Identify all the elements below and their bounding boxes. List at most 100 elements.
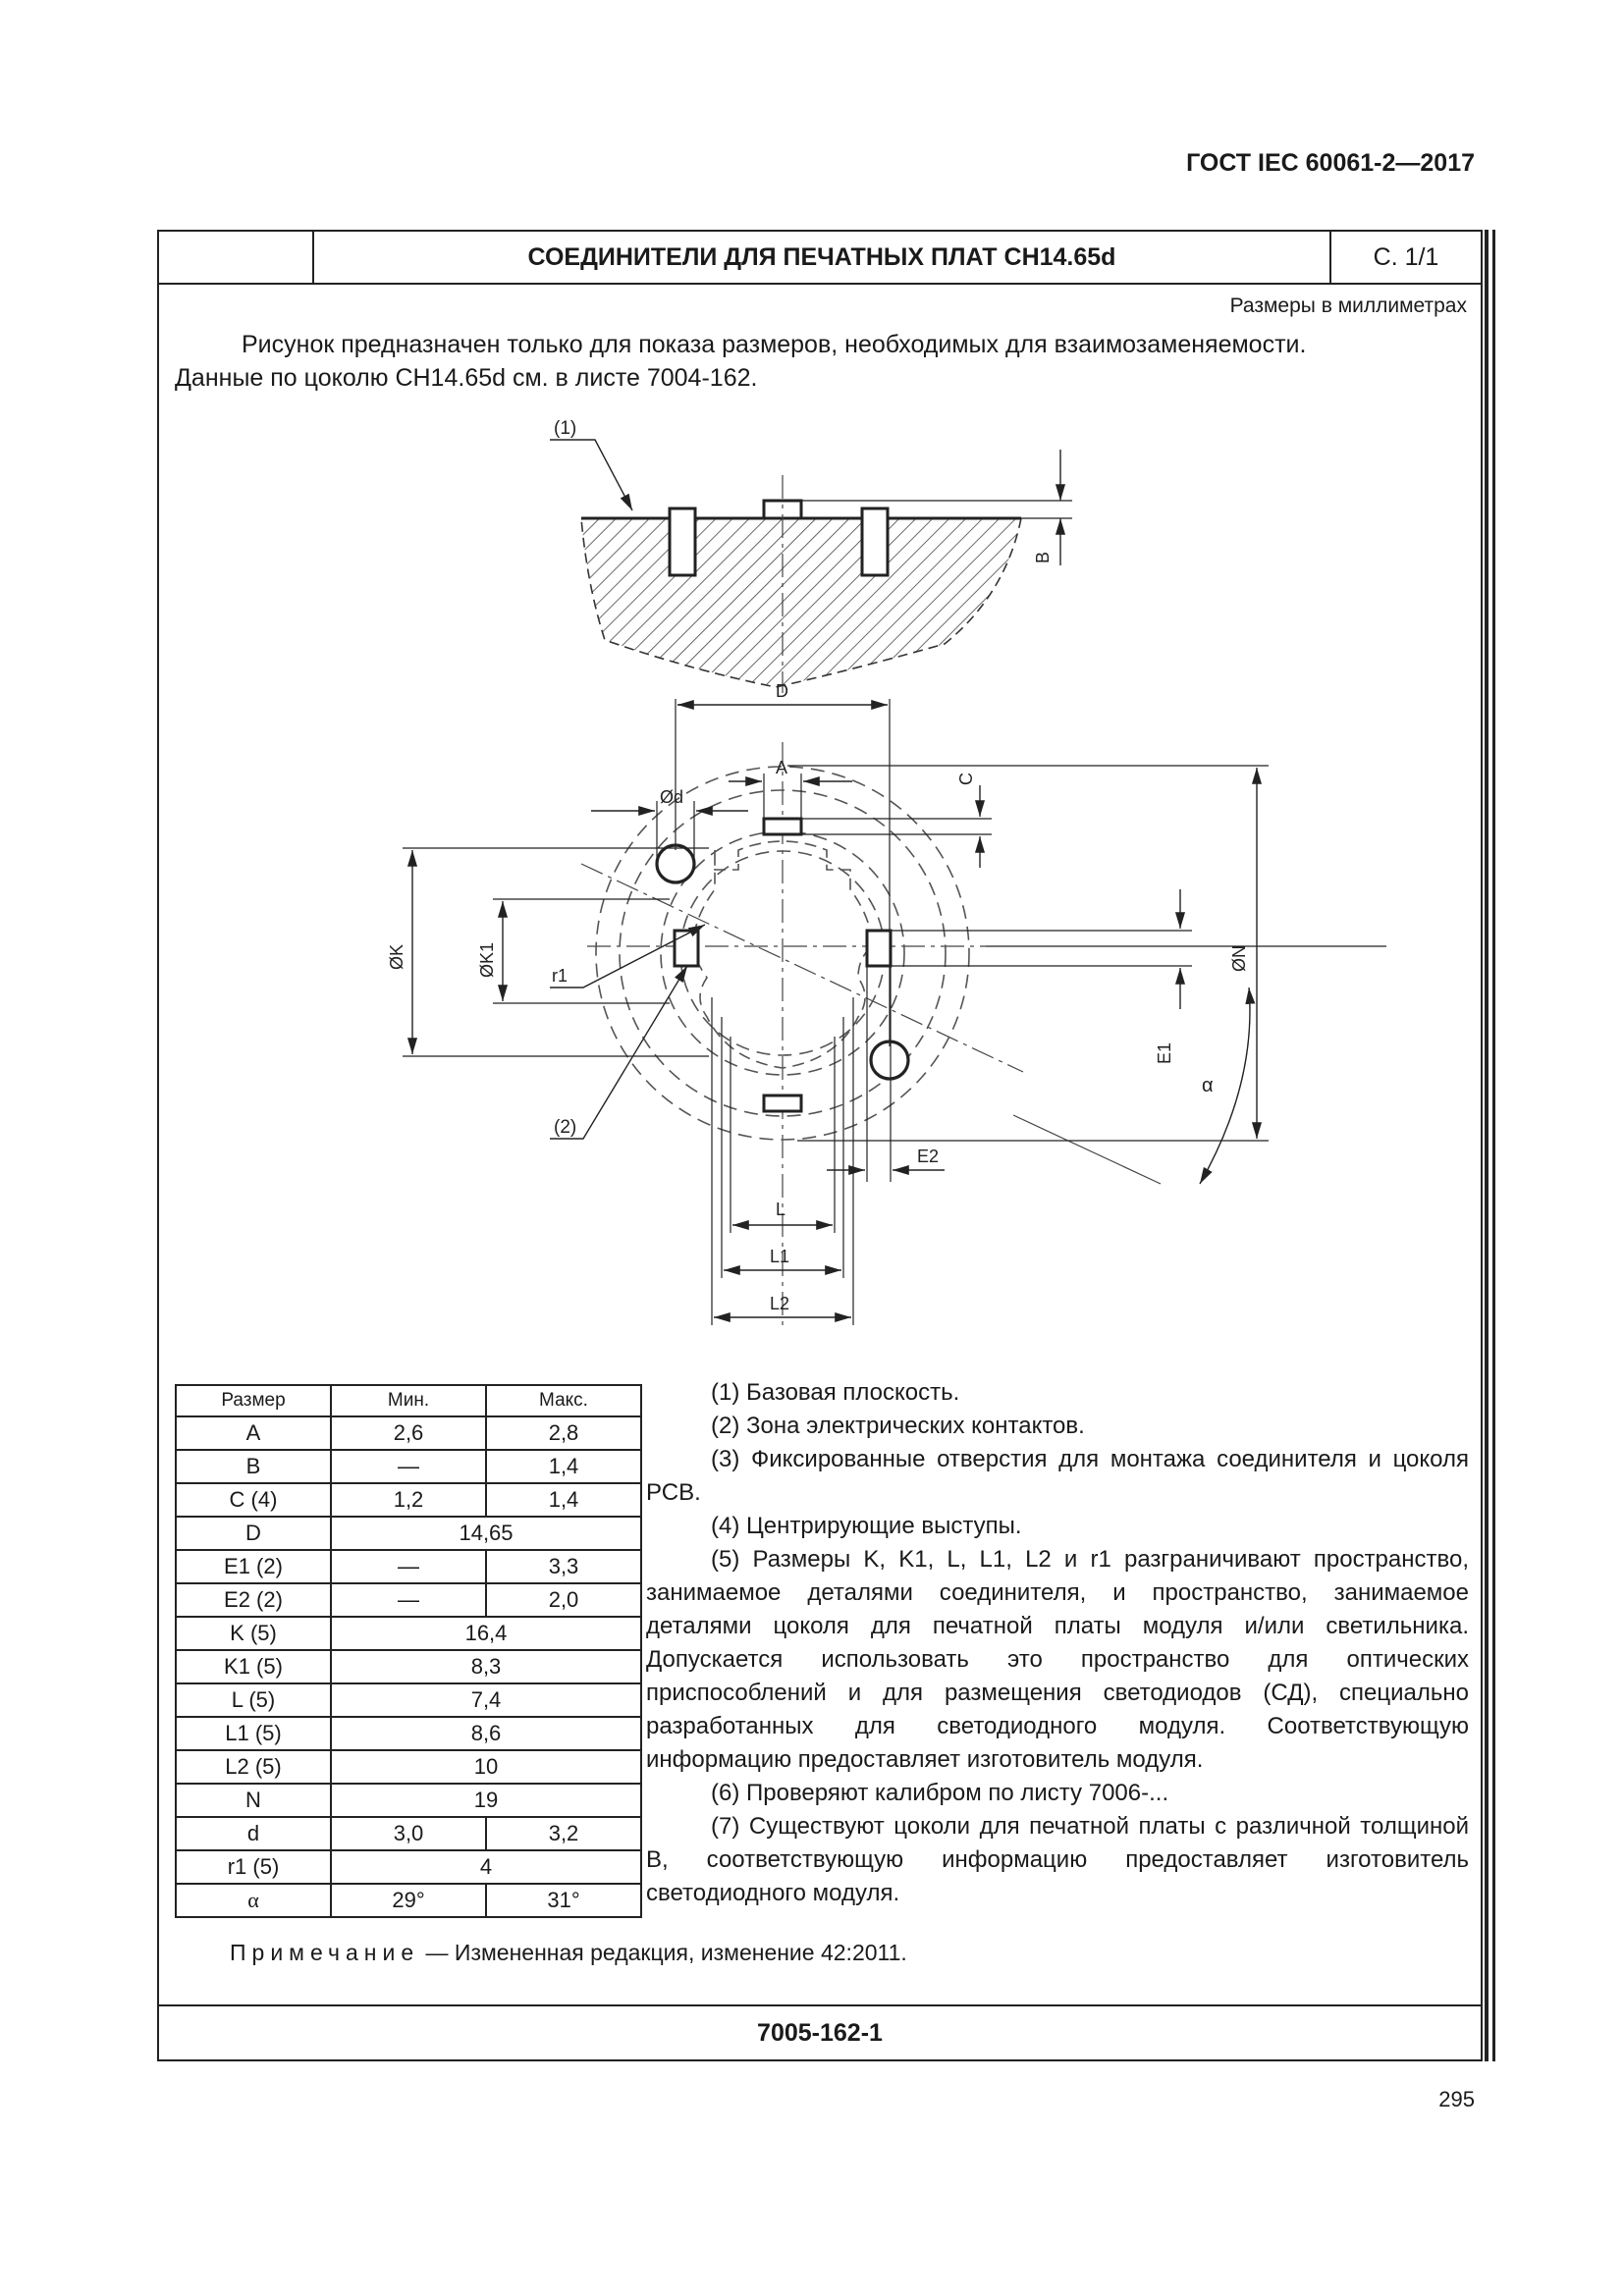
row-max: 3,2 (485, 1816, 642, 1851)
row-max: 1,4 (485, 1482, 642, 1518)
sheet-page: С. 1/1 (1329, 232, 1481, 283)
note-4: (4) Центрирующие выступы. (711, 1513, 1022, 1539)
row-value: 8,3 (330, 1649, 642, 1684)
contact-right (865, 929, 893, 968)
dim-label-l1: L1 (770, 1247, 789, 1266)
row-value: 14,65 (330, 1516, 642, 1551)
row-max: 3,3 (485, 1549, 642, 1584)
intro-line-2: Данные по цоколю СН14.65d см. в листе 70… (175, 364, 758, 392)
table-row: r1 (5)4 (175, 1849, 642, 1885)
sheet-header: СОЕДИНИТЕЛИ ДЛЯ ПЕЧАТНЫХ ПЛАТ СН14.65d С… (159, 232, 1481, 285)
dim-label-n: ØN (1229, 945, 1249, 972)
sheet-footer: 7005-162-1 (159, 2004, 1481, 2059)
table-header-row: Размер Мин. Макс. (175, 1384, 642, 1417)
dim-label-a: A (776, 758, 787, 777)
dim-label-k1: ØK1 (477, 942, 497, 978)
frame-border-thick (1485, 230, 1489, 2061)
dim-label-d-diameter: Ød (660, 787, 683, 807)
row-name: α (175, 1883, 332, 1918)
callout-2-label: (2) (554, 1117, 576, 1138)
remark-label: Примечание (230, 1940, 420, 1965)
row-value: 19 (330, 1783, 642, 1818)
intro-text: Рисунок предназначен только для показа р… (175, 328, 1469, 395)
row-name: K (5) (175, 1616, 332, 1651)
table-row: E1 (2)—3,3 (175, 1549, 642, 1584)
intro-line-1: Рисунок предназначен только для показа р… (242, 331, 1307, 358)
dim-label-b: B (1033, 552, 1053, 563)
header-empty-cell (159, 232, 314, 283)
dim-label-l2: L2 (770, 1294, 789, 1313)
dim-label-alpha: α (1202, 1075, 1214, 1096)
standard-code: ГОСТ IEC 60061-2—2017 (1186, 149, 1475, 177)
table-row: K1 (5)8,3 (175, 1649, 642, 1684)
centering-lug-top (762, 817, 803, 836)
row-min: 2,6 (330, 1415, 487, 1451)
table-row: L1 (5)8,6 (175, 1716, 642, 1751)
row-value: 16,4 (330, 1616, 642, 1651)
row-name: E1 (2) (175, 1549, 332, 1584)
note-6: (6) Проверяют калибром по листу 7006-... (711, 1780, 1169, 1806)
row-min: 3,0 (330, 1816, 487, 1851)
callout-1-label: (1) (554, 418, 576, 439)
table-row: K (5)16,4 (175, 1616, 642, 1651)
fixing-hole-right (869, 1040, 910, 1081)
sheet-frame: СОЕДИНИТЕЛИ ДЛЯ ПЕЧАТНЫХ ПЛАТ СН14.65d С… (157, 230, 1483, 2061)
table-row: B—1,4 (175, 1449, 642, 1484)
row-min: 1,2 (330, 1482, 487, 1518)
row-name: L2 (5) (175, 1749, 332, 1785)
dim-label-d: D (776, 681, 788, 701)
remark-dash: — (419, 1940, 455, 1965)
row-name: d (175, 1816, 332, 1851)
table-row: E2 (2)—2,0 (175, 1582, 642, 1618)
technical-drawing: B (1) (387, 418, 1386, 1331)
note-2: (2) Зона электрических контактов. (711, 1413, 1085, 1439)
dim-label-k: ØK (387, 944, 406, 970)
row-min: — (330, 1582, 487, 1618)
dim-label-l: L (776, 1200, 785, 1219)
dim-label-e2: E2 (917, 1147, 939, 1166)
remark: Примечание — Измененная редакция, измене… (230, 1940, 907, 1966)
row-min: 29° (330, 1883, 487, 1918)
row-max: 2,0 (485, 1582, 642, 1618)
row-value: 4 (330, 1849, 642, 1885)
col-header-max: Макс. (485, 1384, 642, 1417)
row-name: A (175, 1415, 332, 1451)
row-max: 2,8 (485, 1415, 642, 1451)
col-header-size: Размер (175, 1384, 332, 1417)
col-header-min: Мин. (330, 1384, 487, 1417)
row-value: 7,4 (330, 1682, 642, 1718)
page-number: 295 (1438, 2087, 1475, 2111)
row-name: C (4) (175, 1482, 332, 1518)
table-row: L2 (5)10 (175, 1749, 642, 1785)
note-1: (1) Базовая плоскость. (711, 1379, 960, 1406)
units-note: Размеры в миллиметрах (1229, 294, 1467, 317)
dim-label-r1: r1 (552, 966, 568, 986)
row-name: D (175, 1516, 332, 1551)
row-max: 31° (485, 1883, 642, 1918)
row-min: — (330, 1449, 487, 1484)
sheet-title: СОЕДИНИТЕЛИ ДЛЯ ПЕЧАТНЫХ ПЛАТ СН14.65d (527, 243, 1116, 271)
row-value: 8,6 (330, 1716, 642, 1751)
note-3: (3) Фиксированные отверстия для монтажа … (646, 1446, 1469, 1506)
frame-border-thin (1492, 230, 1495, 2061)
row-value: 10 (330, 1749, 642, 1785)
row-name: r1 (5) (175, 1849, 332, 1885)
note-7: (7) Существуют цоколи для печатной платы… (646, 1813, 1469, 1906)
row-name: K1 (5) (175, 1649, 332, 1684)
remark-text: Измененная редакция, изменение 42:2011. (454, 1940, 907, 1965)
row-max: 1,4 (485, 1449, 642, 1484)
centering-lug-bottom (762, 1094, 803, 1113)
plan-view: D A Ød C ØK (387, 681, 1386, 1331)
row-name: N (175, 1783, 332, 1818)
note-5: (5) Размеры K, K1, L, L1, L2 и r1 разгра… (646, 1546, 1469, 1773)
table-row: L (5)7,4 (175, 1682, 642, 1718)
contact-left (673, 929, 700, 968)
dim-label-c: C (956, 773, 976, 785)
